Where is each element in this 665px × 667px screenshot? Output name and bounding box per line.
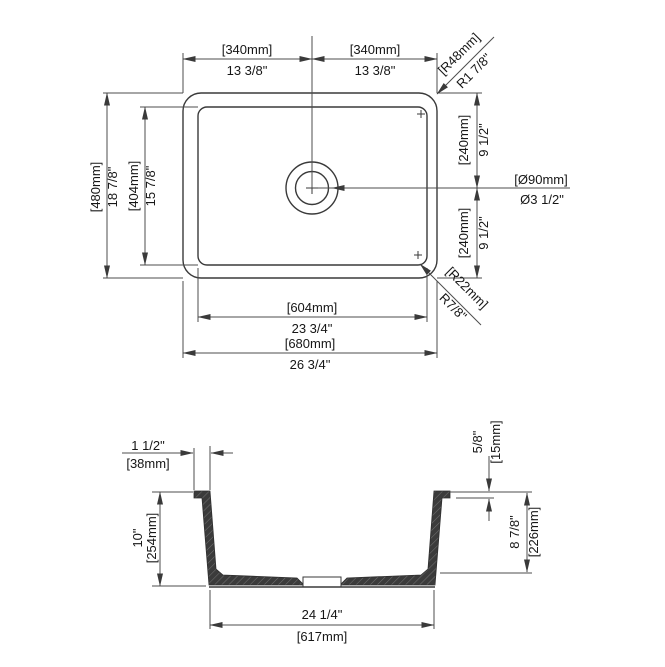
top-view-dimension-lines [104, 36, 495, 356]
dim-height-outer-imperial: 18 7/8" [105, 166, 120, 207]
section-left-wall [193, 490, 305, 586]
dim-drain-diameter-imperial: Ø3 1/2" [520, 192, 564, 207]
dim-center-offset-bottom-metric: [240mm] [456, 208, 471, 259]
section-right-wall [339, 490, 451, 586]
dim-top-width-right-metric: [340mm] [350, 42, 401, 57]
dim-center-offset-top-imperial: 9 1/2" [476, 123, 491, 157]
dim-rim-lip-height-metric: [15mm] [488, 420, 503, 463]
dim-bottom-width-metric: [617mm] [297, 629, 348, 644]
dim-top-width-left-metric: [340mm] [222, 42, 273, 57]
dim-outer-depth-imperial: 10" [130, 528, 145, 547]
dim-rim-to-wall-metric: [38mm] [126, 456, 169, 471]
section-extension-lines [152, 446, 532, 629]
dim-drain-diameter-metric: [Ø90mm] [514, 172, 567, 187]
center-marks [306, 110, 425, 259]
dim-height-inner-metric: [404mm] [126, 161, 141, 212]
top-view: [340mm] 13 3/8" [340mm] 13 3/8" [R48mm] … [88, 30, 570, 372]
sink-rim-outline [182, 92, 438, 279]
dim-top-width-right-imperial: 13 3/8" [355, 63, 396, 78]
dim-center-offset-top-metric: [240mm] [456, 115, 471, 166]
section-dimension-lines [122, 450, 530, 628]
dim-center-offset-bottom-imperial: 9 1/2" [476, 216, 491, 250]
drain-outlet-section [302, 576, 342, 588]
dim-rim-to-wall-imperial: 1 1/2" [131, 438, 165, 453]
dim-top-width-left-imperial: 13 3/8" [227, 63, 268, 78]
dim-rim-lip-height-imperial: 5/8" [470, 430, 485, 453]
dim-inner-depth-imperial: 8 7/8" [507, 515, 522, 549]
section-view: 1 1/2" [38mm] 5/8" [15mm] 10" [254mm] 8 … [122, 420, 541, 644]
dim-width-inner-metric: [604mm] [287, 300, 338, 315]
dim-height-outer-metric: [480mm] [88, 162, 103, 213]
dim-height-inner-imperial: 15 7/8" [143, 165, 158, 206]
dim-width-inner-imperial: 23 3/4" [292, 321, 333, 336]
dim-outer-depth-metric: [254mm] [144, 513, 159, 564]
dim-width-outer-imperial: 26 3/4" [290, 357, 331, 372]
dim-inner-depth-metric: [226mm] [526, 507, 541, 558]
dim-bottom-width-imperial: 24 1/4" [302, 607, 343, 622]
dim-width-outer-metric: [680mm] [285, 336, 336, 351]
